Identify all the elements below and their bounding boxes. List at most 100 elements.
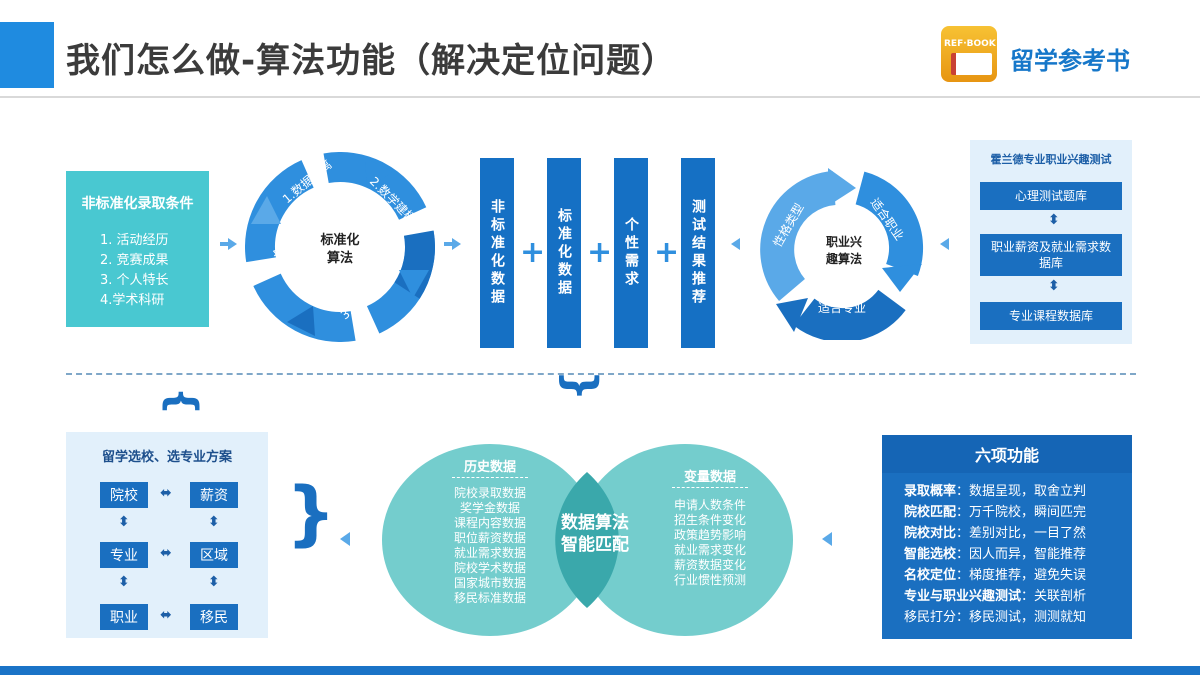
brace-right-icon: { <box>286 472 336 554</box>
variable-data-title: 变量数据 <box>683 470 736 485</box>
plan-immigration: 移民 <box>190 604 238 630</box>
updown-arrow-icon: ⬍ <box>208 574 220 590</box>
function-row: 名校定位：梯度推荐，避免失误 <box>904 567 1086 585</box>
venn-left-item: 国家城市数据 <box>453 576 526 590</box>
history-data-title: 历史数据 <box>463 460 516 475</box>
cycle1-arrowhead-icon <box>365 158 393 188</box>
function-row: 移民打分：移民测试，测测就知 <box>904 609 1086 627</box>
venn-left-item: 院校学术数据 <box>453 561 526 575</box>
function-row: 智能选校：因人而异，智能推荐 <box>904 546 1086 564</box>
nonstandard-item: 4.学术科研 <box>100 293 165 308</box>
function-desc: ：差别对比，一目了然 <box>956 526 1087 541</box>
function-key: 移民打分 <box>904 610 957 625</box>
venn-right-item: 薪资数据变化 <box>673 558 746 572</box>
leftright-arrow-icon: ⬌ <box>160 545 172 561</box>
function-row: 录取概率：数据呈现，取舍立判 <box>904 483 1086 501</box>
plan-school: 院校 <box>100 482 148 508</box>
function-key: 名校定位 <box>904 568 957 583</box>
updown-arrow-icon: ⬍ <box>208 514 220 530</box>
column-test-results: 测试结果推荐 <box>681 158 715 348</box>
updown-arrow-icon: ⬍ <box>1048 278 1060 294</box>
venn-left-item: 职位薪资数据 <box>453 531 526 545</box>
six-functions-title: 六项功能 <box>882 435 1132 473</box>
function-desc: ：万千院校，瞬间匹完 <box>956 505 1087 520</box>
study-plan-panel: 留学选校、选专业方案 院校 ⬌ 薪资 ⬍ ⬍ 专业 ⬌ 区域 ⬍ ⬍ 职业 ⬌ … <box>66 432 268 638</box>
column-label: 标准化数据 <box>556 208 572 298</box>
cycle2-segment-label: 适合专业 <box>818 300 866 315</box>
venn-left-item: 移民标准数据 <box>453 591 526 605</box>
course-db-box: 专业课程数据库 <box>980 302 1122 330</box>
venn-center-line1: 数据算法 <box>561 513 629 533</box>
nonstandard-item: 2. 竞赛成果 <box>100 253 169 268</box>
plan-region: 区域 <box>190 542 238 568</box>
book-icon <box>951 53 992 75</box>
variable-data-list: 申请人数条件 招生条件变化 政策趋势影响 就业需求变化 薪资数据变化 行业惯性预… <box>650 498 770 588</box>
venn-left-item: 课程内容数据 <box>453 516 526 530</box>
venn-right-item: 申请人数条件 <box>673 498 746 512</box>
title-accent-bar <box>0 22 54 88</box>
venn-right-item: 政策趋势影响 <box>673 528 746 542</box>
cycle2-arc-major <box>793 289 906 340</box>
leftright-arrow-icon: ⬌ <box>160 485 172 501</box>
column-nonstandard-data: 非标准化数据 <box>480 158 514 348</box>
cycle1-ring <box>245 152 435 342</box>
venn-center-line2: 智能匹配 <box>561 535 629 555</box>
function-desc: ：梯度推荐，避免失误 <box>956 568 1087 583</box>
updown-arrow-icon: ⬍ <box>118 574 130 590</box>
cycle1-center-line1: 标准化 <box>319 232 359 248</box>
cycle2-arc-career <box>854 171 923 277</box>
plus-icon: + <box>587 235 613 270</box>
nonstandard-title: 非标准化录取条件 <box>81 196 194 212</box>
cycle2-arc-personality <box>760 171 837 302</box>
venn-right-rule <box>672 487 748 488</box>
function-desc: ：数据呈现，取舍立判 <box>956 484 1087 499</box>
cycle2-center-line1: 职业兴 <box>826 234 862 249</box>
cycle2-arrowhead-icon <box>776 298 808 332</box>
brand-name: 留学参考书 <box>1010 47 1130 75</box>
study-plan-title: 留学选校、选专业方案 <box>101 450 232 465</box>
left-arrow-icon <box>822 532 832 546</box>
venn-center-label: 数据算法 智能匹配 <box>545 512 645 556</box>
cycle2-arrowhead-icon <box>882 264 922 292</box>
variable-data-circle <box>577 444 793 636</box>
header-divider <box>0 96 1200 98</box>
left-arrow-icon <box>340 532 350 546</box>
career-salary-db-box: 职业薪资及就业需求数据库 <box>980 234 1122 276</box>
cycle1-arrowhead-icon <box>251 196 281 224</box>
nonstandard-item: 1. 活动经历 <box>100 233 169 248</box>
cycle1-arrowhead-icon <box>287 306 315 336</box>
plan-salary: 薪资 <box>190 482 238 508</box>
holland-test-title: 霍兰德专业职业兴趣测试 <box>990 153 1112 166</box>
function-row: 院校匹配：万千院校，瞬间匹完 <box>904 504 1086 522</box>
updown-arrow-icon: ⬍ <box>118 514 130 530</box>
six-functions-panel: 六项功能 录取概率：数据呈现，取舍立判 院校匹配：万千院校，瞬间匹完 院校对比：… <box>882 435 1132 639</box>
section-divider <box>66 373 1136 375</box>
page-title: 我们怎么做-算法功能（解决定位问题） <box>66 41 677 81</box>
venn-left-item: 就业需求数据 <box>453 546 526 560</box>
function-desc: ：关联剖析 <box>1021 589 1087 604</box>
plan-career: 职业 <box>100 604 148 630</box>
cycle1-center-line2: 算法 <box>327 250 353 266</box>
plus-icon: + <box>654 235 680 270</box>
leftright-arrow-icon: ⬌ <box>160 607 172 623</box>
left-arrow-icon <box>940 238 949 250</box>
function-row: 专业与职业兴趣测试：关联剖析 <box>904 588 1086 606</box>
venn-left-rule <box>452 477 528 478</box>
function-desc: ：移民测试，测测就知 <box>956 610 1087 625</box>
cycle1-arrowhead-icon <box>399 270 429 298</box>
venn-overlap <box>555 472 619 608</box>
refbook-logo: REF·BOOK <box>941 26 997 82</box>
column-label: 个性需求 <box>623 217 639 289</box>
nonstandard-conditions-box: 非标准化录取条件 1. 活动经历 2. 竞赛成果 3. 个人特长 4.学术科研 <box>66 171 209 327</box>
venn-right-item: 行业惯性预测 <box>673 573 746 587</box>
standardization-cycle: 标准化 算法 1.数据抽离 2.数学建模 3.标准化 4.矩阵算法 <box>245 152 435 342</box>
function-key: 录取概率 <box>904 484 957 499</box>
venn-left-item: 奖学金数据 <box>459 501 520 515</box>
updown-arrow-icon: ⬍ <box>1048 212 1060 228</box>
psych-test-db-box: 心理测试题库 <box>980 182 1122 210</box>
cycle2-arrowhead-icon <box>828 168 856 206</box>
holland-test-panel: 霍兰德专业职业兴趣测试 心理测试题库 ⬍ 职业薪资及就业需求数据库 ⬍ 专业课程… <box>970 140 1132 344</box>
footer-strip <box>0 666 1200 675</box>
plan-major: 专业 <box>100 542 148 568</box>
function-row: 院校对比：差别对比，一目了然 <box>904 525 1086 543</box>
